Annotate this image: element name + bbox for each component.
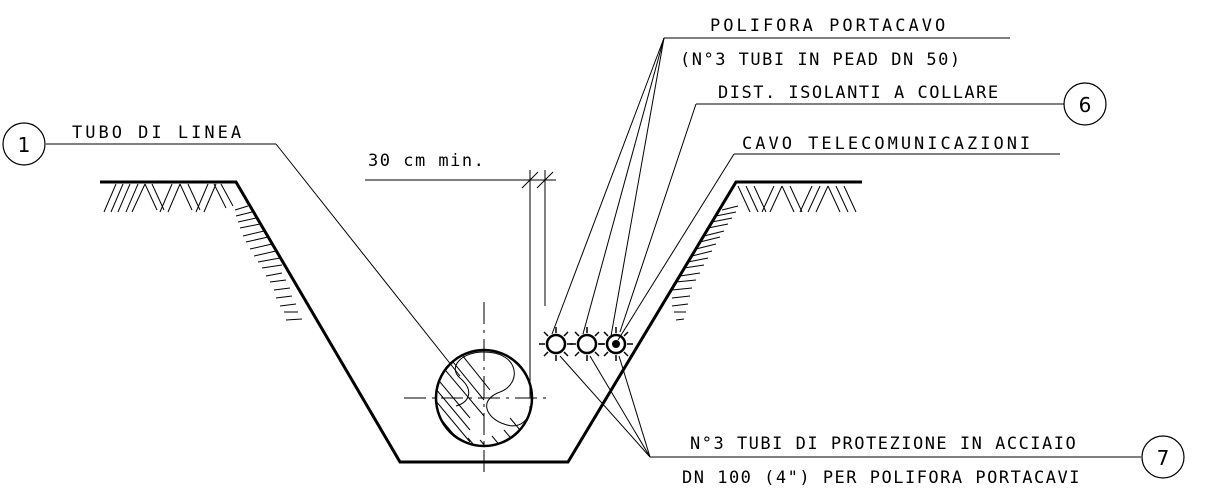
leader-lines <box>46 37 1141 458</box>
ground-hatching-left <box>103 183 234 213</box>
distance-min-label: 30 cm min. <box>368 151 485 171</box>
slope-hatching-right <box>671 205 739 321</box>
label-tubo-di-linea: TUBO DI LINEA <box>72 123 244 143</box>
svg-text:6: 6 <box>1079 93 1092 117</box>
callout-7: 7 <box>1141 435 1185 479</box>
label-polifora-portacavo: POLIFORA PORTACAVO <box>710 16 948 36</box>
callout-1: 1 <box>2 122 46 166</box>
label-tubi-protezione-line1: N°3 TUBI DI PROTEZIONE IN ACCIAIO <box>690 434 1077 454</box>
slope-hatching-left <box>234 205 303 321</box>
pipe-outline <box>434 348 534 448</box>
protection-tube-1 <box>539 327 573 361</box>
label-dist-isolanti: DIST. ISOLANTI A COLLARE <box>718 83 1000 103</box>
distance-dimension <box>365 170 556 398</box>
pipe-inner-curve <box>483 351 531 427</box>
label-tubi-protezione-line2: DN 100 (4") PER POLIFORA PORTACAVI <box>682 468 1081 488</box>
protection-tube-3 <box>599 327 633 361</box>
label-polifora-details: (N°3 TUBI IN PEAD DN 50) <box>680 50 962 70</box>
callout-6: 6 <box>1063 82 1107 126</box>
svg-text:7: 7 <box>1157 446 1170 470</box>
label-cavo-tlc: CAVO TELECOMUNICAZIONI <box>742 134 1033 154</box>
line-pipe <box>434 348 534 448</box>
trench-outline <box>100 180 862 464</box>
pipe-centerlines <box>404 302 550 476</box>
svg-text:1: 1 <box>18 133 31 157</box>
ground-hatching-right <box>737 185 857 213</box>
protection-tube-2 <box>570 327 604 361</box>
